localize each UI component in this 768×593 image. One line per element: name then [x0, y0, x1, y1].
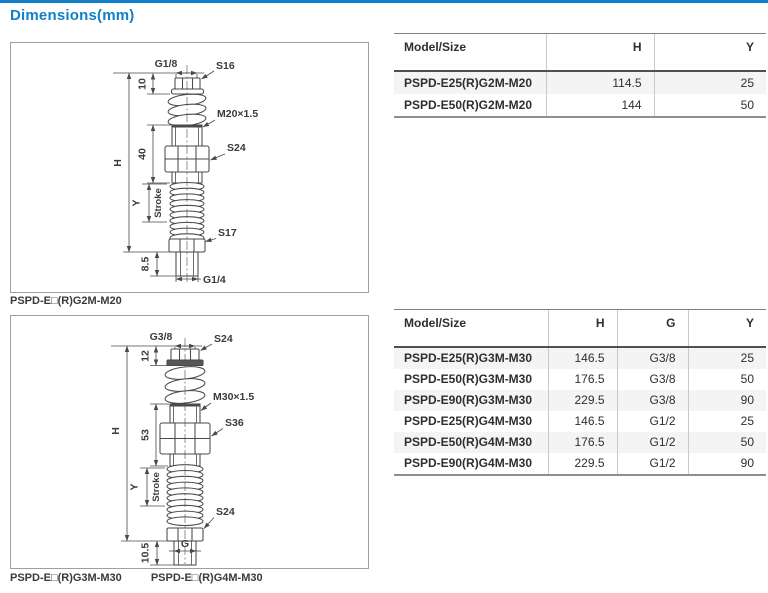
model-cell: PSPD-E25(R)G2M-M20 — [404, 75, 533, 90]
model-cell: PSPD-E50(R)G2M-M20 — [404, 97, 533, 112]
figure-g3m-g4m-m30-box: G3/8 S24 12 H M30×1.5 53 S36 Y Stroke S2… — [10, 315, 369, 569]
label-bottom-hex: S24 — [216, 506, 235, 518]
model-cell: PSPD-E50(R)G3M-M30 — [404, 372, 533, 386]
label-top-port: G3/8 — [150, 331, 173, 343]
dimension-table-g2m: Model/Size H Y PSPD-E25(R)G2M-M20 114.5 … — [394, 33, 766, 118]
y-value-cell: 50 — [687, 431, 766, 453]
model-cell: PSPD-E90(R)G4M-M30 — [404, 456, 533, 470]
page-title: Dimensions(mm) — [10, 7, 135, 24]
g-value-cell: G3/8 — [616, 346, 688, 369]
table-header-row: Model/Size H Y — [394, 33, 766, 72]
dimension-lines — [113, 70, 226, 282]
column-header-y: Y — [687, 309, 766, 348]
g-value-cell: G3/8 — [616, 389, 688, 411]
label-body-length: 40 — [137, 148, 149, 160]
g-value-cell: G1/2 — [616, 431, 688, 453]
y-value-cell: 90 — [687, 452, 766, 475]
label-bottom-length: 10.5 — [140, 543, 152, 564]
label-stroke-y: Y — [131, 199, 143, 206]
h-value-cell: 146.5 — [547, 346, 617, 369]
h-value-cell: 229.5 — [547, 389, 617, 411]
label-top-port: G1/8 — [155, 58, 178, 70]
label-top-length: 12 — [140, 350, 152, 362]
column-header-y: Y — [653, 33, 766, 72]
column-header-h: H — [547, 309, 617, 348]
model-cell: PSPD-E90(R)G3M-M30 — [404, 393, 533, 407]
table-row: PSPD-E50(R)G4M-M30 176.5 G1/2 50 — [394, 431, 766, 453]
label-thread: M30×1.5 — [213, 391, 254, 403]
y-value-cell: 25 — [687, 410, 766, 432]
y-value-cell: 25 — [687, 346, 766, 369]
h-value-cell: 176.5 — [547, 368, 617, 390]
label-nut-hex: S36 — [225, 417, 244, 429]
h-value-cell: 144 — [545, 93, 654, 117]
g-value-cell: G1/2 — [616, 410, 688, 432]
column-header-model: Model/Size — [394, 309, 548, 348]
y-value-cell: 25 — [653, 70, 766, 94]
label-bottom-hex: S17 — [218, 227, 237, 239]
model-cell: PSPD-E50(R)G4M-M30 — [404, 435, 533, 449]
column-header-h: H — [545, 33, 654, 72]
y-value-cell: 90 — [687, 389, 766, 411]
figure-g2m-m20-drawing: G1/8 S16 10 H M20×1.5 40 S24 Y Stroke S1… — [112, 58, 258, 286]
y-value-cell: 50 — [653, 93, 766, 117]
label-stroke-word: Stroke — [151, 472, 162, 502]
model-cell: PSPD-E25(R)G3M-M30 — [404, 351, 533, 365]
label-nut-hex: S24 — [227, 142, 246, 154]
table-row: PSPD-E25(R)G4M-M30 146.5 G1/2 25 — [394, 410, 766, 432]
figure2-caption-right: PSPD-E□(R)G4M-M30 — [150, 572, 263, 584]
label-thread: M20×1.5 — [217, 108, 258, 120]
column-header-g: G — [616, 309, 688, 348]
h-value-cell: 229.5 — [547, 452, 617, 475]
g-value-cell: G1/2 — [616, 452, 688, 475]
h-value-cell: 114.5 — [545, 70, 654, 94]
h-value-cell: 146.5 — [547, 410, 617, 432]
figure-g2m-m20-box: G1/8 S16 10 H M20×1.5 40 S24 Y Stroke S1… — [10, 42, 369, 293]
label-top-hex: S16 — [216, 60, 235, 72]
figure2-captions: PSPD-E□(R)G3M-M30 PSPD-E□(R)G4M-M30 — [10, 572, 263, 584]
label-overall-height: H — [110, 427, 122, 435]
label-body-length: 53 — [140, 429, 152, 441]
figure2-caption-left: PSPD-E□(R)G3M-M30 — [10, 572, 122, 584]
column-header-model: Model/Size — [394, 33, 546, 72]
table-row: PSPD-E90(R)G3M-M30 229.5 G3/8 90 — [394, 389, 766, 411]
label-top-hex: S24 — [214, 333, 233, 345]
table-header-row: Model/Size H G Y — [394, 309, 766, 348]
model-cell: PSPD-E25(R)G4M-M30 — [404, 414, 533, 428]
table-row: PSPD-E25(R)G3M-M30 146.5 G3/8 25 — [394, 346, 766, 369]
table-row: PSPD-E90(R)G4M-M30 229.5 G1/2 90 — [394, 452, 766, 475]
label-bottom-length: 8.5 — [140, 257, 152, 272]
table-row: PSPD-E50(R)G2M-M20 144 50 — [394, 93, 766, 117]
g-value-cell: G3/8 — [616, 368, 688, 390]
h-value-cell: 176.5 — [547, 431, 617, 453]
figure1-caption: PSPD-E□(R)G2M-M20 — [10, 295, 122, 307]
figure-g3m-g4m-m30-drawing: G3/8 S24 12 H M30×1.5 53 S36 Y Stroke S2… — [110, 331, 254, 566]
label-bottom-port: G — [181, 538, 189, 550]
label-overall-height: H — [112, 159, 124, 167]
table-row: PSPD-E25(R)G2M-M20 114.5 25 — [394, 70, 766, 94]
y-value-cell: 50 — [687, 368, 766, 390]
dimension-table-g3m-g4m: Model/Size H G Y PSPD-E25(R)G3M-M30 146.… — [394, 309, 766, 476]
label-stroke-y: Y — [129, 483, 141, 490]
label-stroke-word: Stroke — [153, 188, 164, 218]
label-top-length: 10 — [137, 78, 149, 90]
top-accent-bar — [0, 0, 768, 3]
label-bottom-port: G1/4 — [203, 274, 226, 286]
table-row: PSPD-E50(R)G3M-M30 176.5 G3/8 50 — [394, 368, 766, 390]
